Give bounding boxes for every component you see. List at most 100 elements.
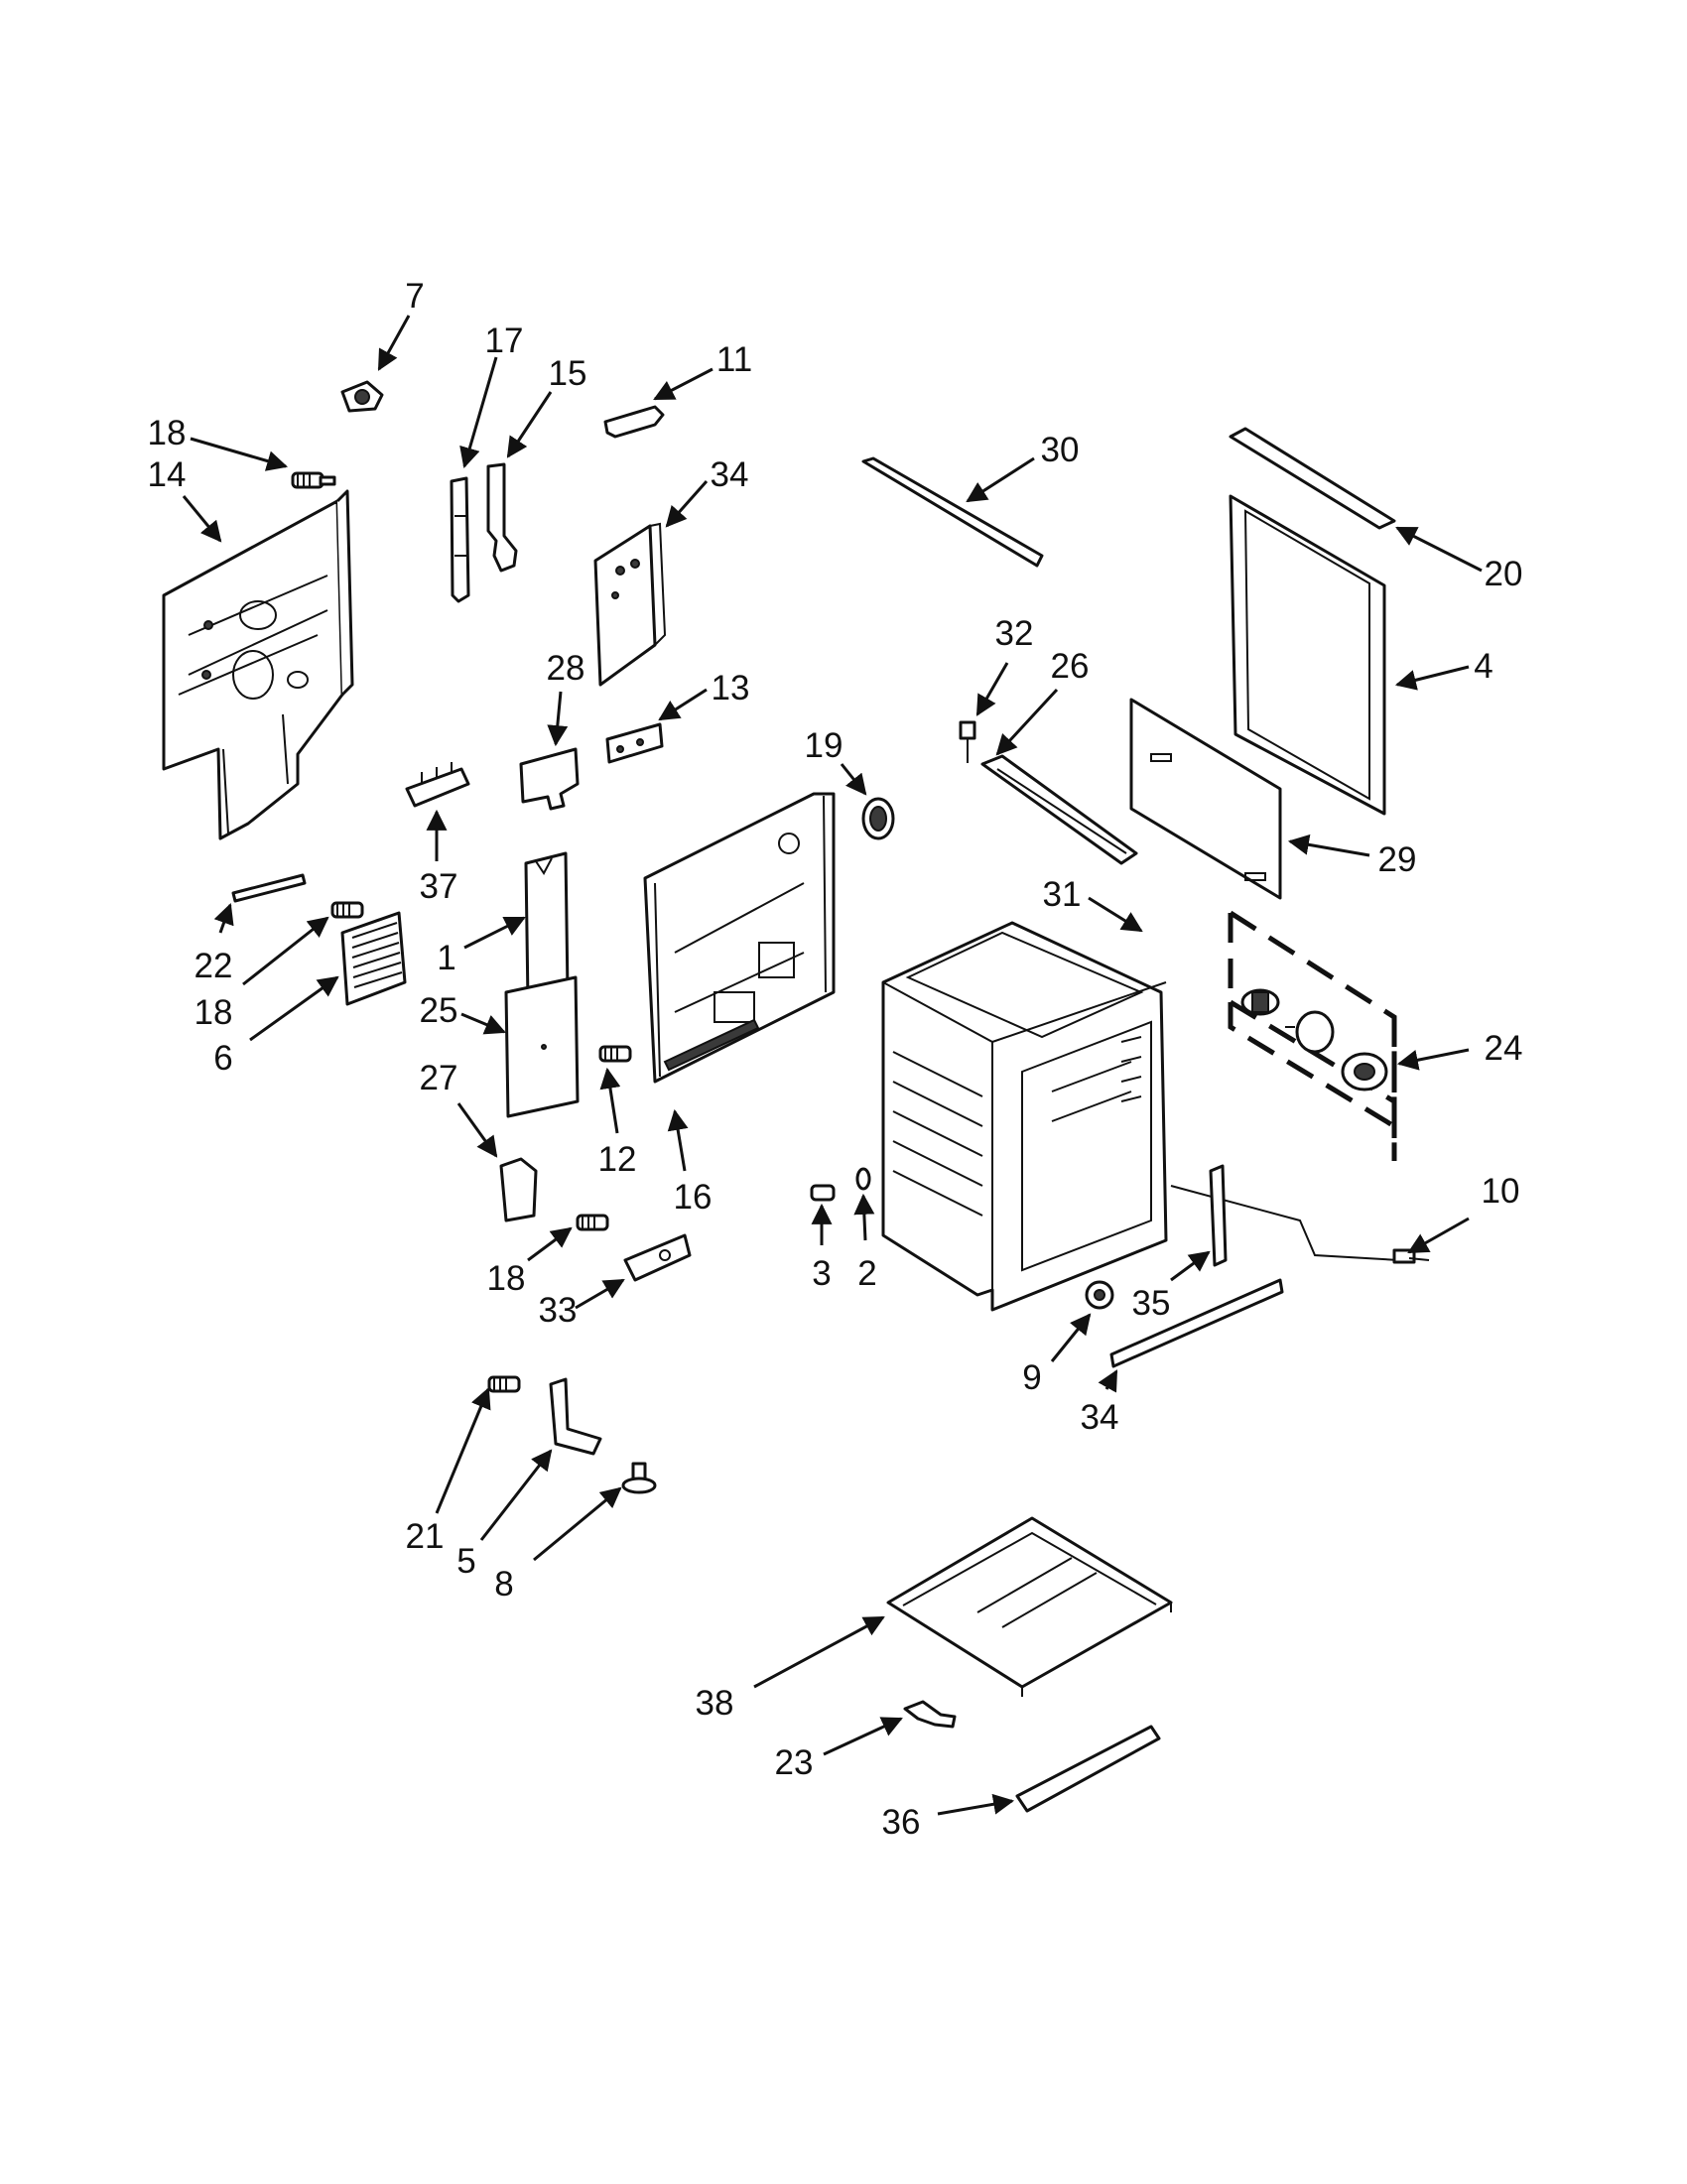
- leader-29: [1287, 834, 1370, 857]
- callout-27: 27: [420, 1059, 458, 1097]
- part-18-screw-upper: [291, 471, 336, 489]
- leader-19: [840, 763, 867, 796]
- leader-lines: [182, 315, 1483, 1816]
- part-12-screw: [598, 1045, 632, 1063]
- part-10-sensor: [1170, 1185, 1430, 1264]
- leader-18b: [242, 916, 329, 986]
- leader-25: [460, 1012, 506, 1035]
- leader-15: [506, 391, 553, 458]
- leader-24: [1396, 1048, 1470, 1071]
- part-34-side-bracket: [593, 522, 667, 687]
- part-33-bracket: [623, 1233, 692, 1282]
- part-16-side-panel: [643, 792, 836, 1084]
- leader-18a: [190, 437, 289, 471]
- part-32-screw: [959, 720, 976, 763]
- part-37-terminal-block: [405, 762, 470, 808]
- callout-7: 7: [405, 277, 424, 316]
- callout-34a: 34: [711, 455, 749, 494]
- leader-4: [1394, 665, 1470, 691]
- leader-38: [753, 1615, 885, 1689]
- part-36-angle: [1015, 1725, 1161, 1813]
- part-7-thermostat: [340, 380, 384, 413]
- callout-19: 19: [805, 726, 844, 765]
- part-27-bracket: [499, 1157, 538, 1222]
- leader-33: [575, 1278, 625, 1310]
- part-6-grille: [340, 911, 407, 1006]
- part-22-strip: [231, 873, 307, 903]
- part-5-leg-bracket: [549, 1377, 602, 1456]
- callout-11: 11: [716, 340, 752, 379]
- callout-12: 12: [598, 1140, 637, 1179]
- callout-8: 8: [494, 1565, 513, 1604]
- leader-34b: [1098, 1369, 1118, 1393]
- callout-18c: 18: [487, 1259, 526, 1298]
- leader-10: [1407, 1217, 1470, 1254]
- leader-14: [182, 495, 222, 543]
- callout-34b: 34: [1081, 1398, 1119, 1437]
- callout-16: 16: [674, 1178, 713, 1217]
- part-15-bracket: [486, 462, 518, 573]
- part-2-washer: [855, 1167, 871, 1191]
- part-35-strip: [1209, 1164, 1228, 1267]
- leader-8: [533, 1486, 622, 1562]
- callout-24: 24: [1485, 1029, 1523, 1068]
- leader-12: [599, 1067, 621, 1134]
- leader-21: [435, 1387, 491, 1514]
- part-3-screw: [810, 1184, 836, 1202]
- callout-17: 17: [485, 321, 524, 360]
- callout-20: 20: [1485, 555, 1523, 593]
- callout-1: 1: [437, 939, 455, 977]
- callout-21: 21: [406, 1517, 445, 1556]
- leader-18c: [527, 1226, 573, 1262]
- callout-23: 23: [775, 1743, 814, 1782]
- callout-18a: 18: [148, 414, 187, 452]
- leader-9: [1050, 1313, 1092, 1362]
- part-11-bracket: [603, 405, 665, 439]
- callout-26: 26: [1051, 647, 1090, 686]
- leader-36: [937, 1793, 1015, 1816]
- callout-15: 15: [549, 354, 587, 393]
- part-20-trim: [1229, 427, 1396, 530]
- leader-26: [995, 688, 1059, 756]
- part-17-bracket: [450, 476, 470, 603]
- leader-35: [1170, 1250, 1211, 1282]
- leader-20: [1395, 526, 1483, 573]
- part-18-screw-middle: [330, 901, 364, 919]
- leader-23: [823, 1717, 903, 1756]
- leader-6: [249, 975, 339, 1042]
- callout-25: 25: [420, 991, 458, 1030]
- part-30-rail: [861, 456, 1044, 568]
- callout-38: 38: [696, 1684, 734, 1723]
- leader-1: [463, 916, 526, 950]
- leader-31: [1088, 896, 1143, 933]
- callout-9: 9: [1022, 1358, 1041, 1397]
- leader-7: [377, 315, 411, 371]
- part-26-rail-bracket: [980, 754, 1138, 865]
- leader-27: [456, 1102, 498, 1158]
- leader-32: [975, 662, 1009, 716]
- leader-11: [653, 367, 714, 401]
- leader-22: [213, 903, 234, 934]
- part-19-grommet: [861, 797, 895, 840]
- callout-31: 31: [1043, 875, 1082, 914]
- leader-28: [547, 691, 569, 747]
- callout-36: 36: [882, 1803, 921, 1842]
- leader-17: [459, 356, 498, 469]
- leader-2: [853, 1193, 875, 1241]
- callout-5: 5: [456, 1542, 475, 1581]
- callout-33: 33: [539, 1291, 578, 1330]
- callout-22: 22: [195, 947, 233, 985]
- callout-29: 29: [1378, 840, 1417, 879]
- leader-5: [479, 1449, 553, 1541]
- part-28-bracket: [519, 747, 580, 811]
- callout-18b: 18: [195, 993, 233, 1032]
- part-21-screw: [487, 1375, 521, 1393]
- part-18-screw-lower: [576, 1214, 609, 1231]
- callout-2: 2: [857, 1254, 876, 1293]
- leader-13: [658, 688, 708, 721]
- part-24-light-kit: [1228, 910, 1397, 1161]
- callout-10: 10: [1482, 1172, 1520, 1211]
- leader-30: [966, 456, 1035, 503]
- part-34-trim-strip: [1109, 1278, 1284, 1368]
